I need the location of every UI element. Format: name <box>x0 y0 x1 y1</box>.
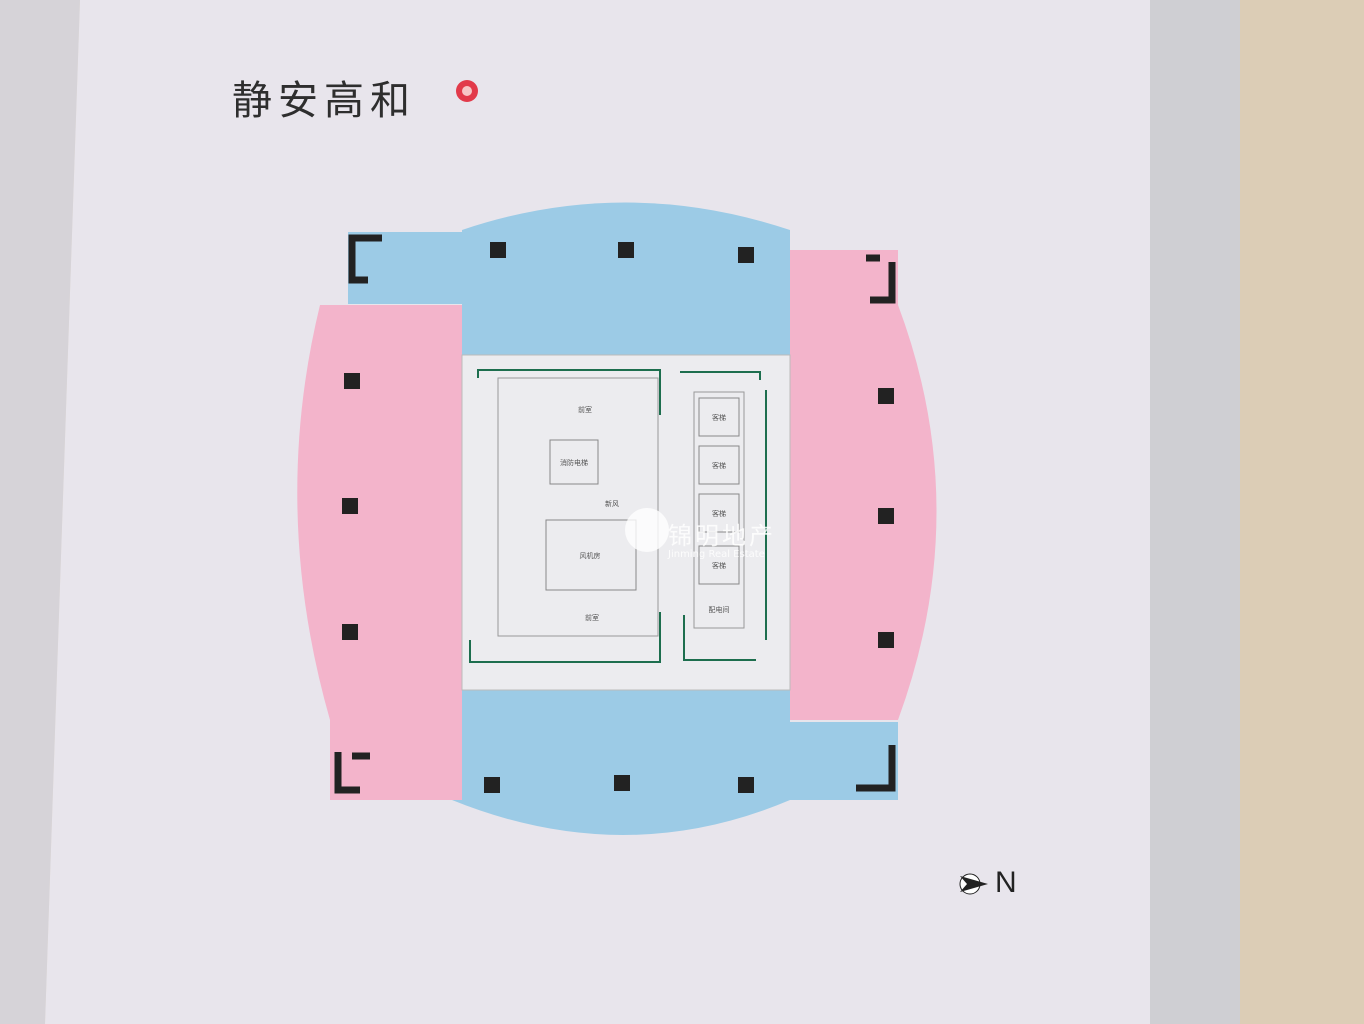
corner-cores <box>334 234 896 794</box>
wall <box>1240 0 1364 1024</box>
stair-core <box>497 377 659 637</box>
page-title: 静安高和 <box>232 78 416 124</box>
structural-columns <box>342 242 894 793</box>
core-room-label: 新风 <box>605 499 619 508</box>
core-room-label: 前室 <box>585 613 599 622</box>
core-room-label: 风机房 <box>580 551 601 560</box>
watermark-cn: 锦明地产 <box>668 522 776 550</box>
zone-north-blue <box>462 202 790 355</box>
core-room-label: 客梯 <box>712 413 726 422</box>
core-room-label: 前室 <box>578 405 592 414</box>
core-room-label: 消防电梯 <box>560 458 588 467</box>
watermark-logo-icon <box>625 508 669 552</box>
background-left <box>0 0 80 1024</box>
core-room-label: 客梯 <box>712 561 726 570</box>
core-room-label: 客梯 <box>712 461 726 470</box>
core-room-label: 客梯 <box>712 509 726 518</box>
zone-south-blue <box>452 690 790 835</box>
watermark-en: Jinming Real Estate <box>668 549 765 560</box>
logo-dot-icon <box>456 80 478 102</box>
watermark: 锦明地产 Jinming Real Estate <box>668 516 776 560</box>
zone-west-pink <box>297 305 462 800</box>
core-room-label: 配电间 <box>709 605 730 614</box>
evacuation-arrows <box>469 369 767 663</box>
grey-panel <box>1150 0 1240 1024</box>
zone-corner-nw <box>348 232 462 304</box>
zone-east-pink <box>790 250 937 720</box>
elevator-bank <box>693 391 745 629</box>
north-label: N <box>995 866 1017 899</box>
north-arrow-icon <box>959 873 988 895</box>
